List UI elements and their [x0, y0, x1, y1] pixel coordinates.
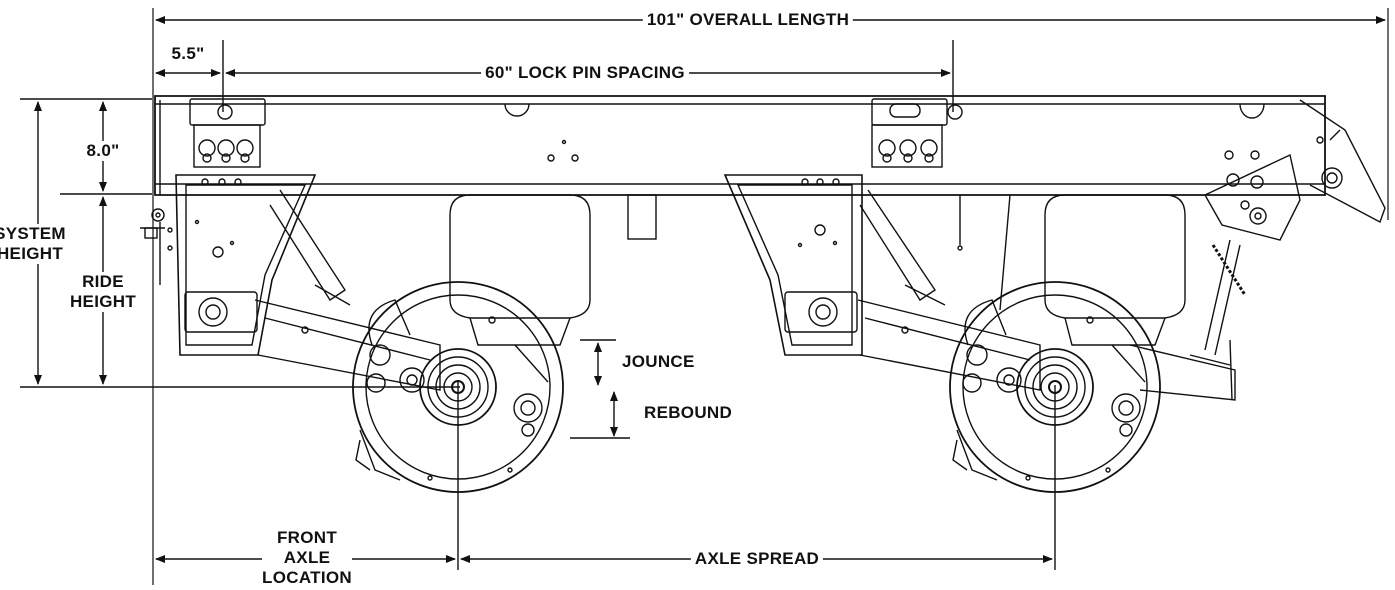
rear-lift-linkage: [1189, 99, 1386, 401]
ride-height-label: RIDE HEIGHT: [66, 272, 140, 312]
front-axle-line-1: FRONT: [262, 528, 352, 548]
jounce-label: JOUNCE: [618, 352, 699, 372]
rear-air-spring: [957, 194, 1186, 346]
frame-depth-label: 8.0": [82, 141, 124, 161]
rear-trailing-arm: [857, 189, 1236, 401]
rebound-label: REBOUND: [640, 403, 737, 423]
lock-pin-spacing-label: 60" LOCK PIN SPACING: [481, 63, 689, 83]
axle-spread-label: AXLE SPREAD: [690, 549, 824, 569]
system-height-line-2: HEIGHT: [0, 244, 66, 264]
rear-hanger: [723, 174, 863, 356]
front-trailing-arm: [254, 189, 441, 391]
rear-lock-pin-block: [871, 98, 963, 168]
front-hanger: [175, 174, 317, 356]
dimension-lines: [20, 8, 1389, 585]
rear-brake-assembly: [949, 281, 1161, 493]
front-axle-line-2: AXLE: [262, 548, 352, 568]
system-height-line-1: SYSTEM: [0, 224, 66, 244]
front-axle-location-label: FRONT AXLE LOCATION: [258, 528, 356, 588]
overall-length-label: 101" OVERALL LENGTH: [642, 10, 854, 30]
lock-pin-offset-label: 5.5": [167, 44, 209, 64]
frame-rail: [154, 95, 1326, 196]
ride-height-line-1: RIDE: [69, 272, 137, 292]
height-control-valve: [140, 208, 173, 285]
system-height-label: SYSTEM HEIGHT: [0, 224, 70, 264]
front-brake-assembly: [352, 281, 564, 493]
ride-height-line-2: HEIGHT: [69, 292, 137, 312]
front-air-spring: [449, 194, 657, 346]
front-lock-pin-block: [189, 98, 266, 168]
front-axle-line-3: LOCATION: [262, 568, 352, 588]
